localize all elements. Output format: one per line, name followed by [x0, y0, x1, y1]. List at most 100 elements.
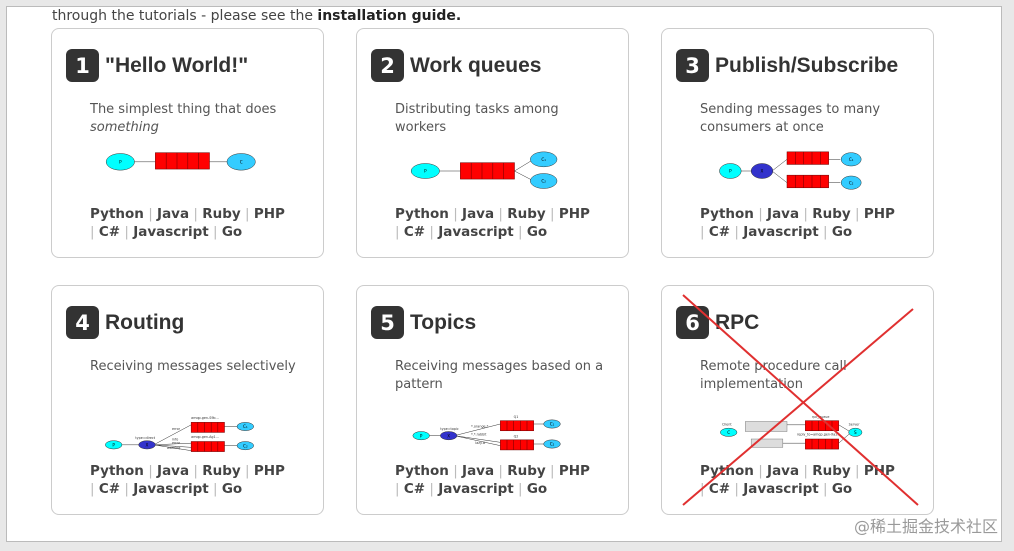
- lang-link-php[interactable]: PHP: [253, 463, 285, 479]
- lang-link-python[interactable]: Python: [90, 206, 144, 222]
- svg-text:P: P: [729, 169, 732, 174]
- lang-link-javascript[interactable]: Javascript: [133, 224, 209, 240]
- lang-link-java[interactable]: Java: [157, 463, 190, 479]
- lang-link-php[interactable]: PHP: [558, 463, 590, 479]
- lang-link-csharp[interactable]: C#: [708, 224, 731, 240]
- lang-link-java[interactable]: Java: [767, 463, 800, 479]
- separator: |: [494, 463, 508, 479]
- lang-link-go[interactable]: Go: [221, 481, 243, 497]
- lang-link-csharp[interactable]: C#: [403, 224, 426, 240]
- lang-link-ruby[interactable]: Ruby: [202, 206, 241, 222]
- svg-text:C₂: C₂: [541, 179, 546, 184]
- lang-link-javascript[interactable]: Javascript: [133, 481, 209, 497]
- lang-link-php[interactable]: PHP: [863, 206, 895, 222]
- tutorial-title[interactable]: Publish/Subscribe: [715, 53, 899, 77]
- lang-link-csharp[interactable]: C#: [98, 481, 121, 497]
- description-text: Distributing tasks among workers: [395, 102, 559, 135]
- lang-link-php[interactable]: PHP: [253, 206, 285, 222]
- lang-link-java[interactable]: Java: [157, 206, 190, 222]
- diagram-label: rpc_queue: [812, 415, 829, 419]
- lang-link-go[interactable]: Go: [221, 224, 243, 240]
- lang-link-javascript[interactable]: Javascript: [743, 224, 819, 240]
- watermark: @稀土掘金技术社区: [853, 517, 998, 536]
- tutorial-number: 3: [676, 49, 709, 82]
- lang-link-csharp[interactable]: C#: [98, 224, 121, 240]
- lang-link-javascript[interactable]: Javascript: [438, 481, 514, 497]
- separator: |: [700, 481, 709, 497]
- lang-link-javascript[interactable]: Javascript: [743, 481, 819, 497]
- tutorial-heading[interactable]: 1"Hello World!": [66, 49, 248, 82]
- separator: |: [120, 481, 134, 497]
- lang-link-go[interactable]: Go: [831, 224, 853, 240]
- separator: |: [120, 224, 134, 240]
- lang-link-php[interactable]: PHP: [863, 463, 895, 479]
- diagram-label: reply_to=amqp.gen-Xa2...: [797, 433, 841, 437]
- svg-text:C₂: C₂: [550, 442, 555, 447]
- lang-link-java[interactable]: Java: [462, 206, 495, 222]
- tutorial-number: 6: [676, 306, 709, 339]
- diagram-label: amqp.gen-Ag1...: [191, 435, 219, 439]
- lang-link-csharp[interactable]: C#: [403, 481, 426, 497]
- separator: |: [90, 481, 99, 497]
- diagram-label: type=direct: [135, 436, 155, 440]
- intro-text: through the tutorials - please see the i…: [52, 8, 461, 25]
- lang-link-java[interactable]: Java: [767, 206, 800, 222]
- separator: |: [513, 481, 527, 497]
- svg-text:P: P: [424, 169, 427, 174]
- tutorial-title[interactable]: Work queues: [410, 53, 542, 77]
- lang-link-java[interactable]: Java: [462, 463, 495, 479]
- separator: |: [753, 206, 768, 222]
- lang-link-php[interactable]: PHP: [558, 206, 590, 222]
- tutorial-number: 2: [371, 49, 404, 82]
- tutorial-title[interactable]: "Hello World!": [105, 53, 249, 77]
- lang-link-go[interactable]: Go: [831, 481, 853, 497]
- svg-text:P: P: [112, 443, 115, 448]
- lang-link-python[interactable]: Python: [90, 463, 144, 479]
- separator: |: [448, 206, 463, 222]
- tutorial-number: 4: [66, 306, 99, 339]
- lang-link-ruby[interactable]: Ruby: [812, 463, 851, 479]
- description-text: Remote procedure call implementation: [700, 359, 847, 392]
- lang-link-go[interactable]: Go: [526, 481, 548, 497]
- lang-link-python[interactable]: Python: [700, 206, 754, 222]
- tutorial-card-1: 1"Hello World!" The simplest thing that …: [51, 28, 324, 258]
- lang-link-go[interactable]: Go: [526, 224, 548, 240]
- tutorial-description: Distributing tasks among workers: [395, 101, 610, 137]
- lang-link-ruby[interactable]: Ruby: [812, 206, 851, 222]
- separator: |: [189, 206, 203, 222]
- separator: |: [818, 481, 832, 497]
- lang-link-ruby[interactable]: Ruby: [202, 463, 241, 479]
- tutorial-title[interactable]: Routing: [105, 310, 185, 334]
- svg-text:P: P: [420, 433, 423, 438]
- lang-link-python[interactable]: Python: [395, 463, 449, 479]
- separator: |: [545, 463, 559, 479]
- separator: |: [753, 463, 768, 479]
- language-links: Python | Java | Ruby | PHP | C# | Javasc…: [395, 462, 615, 498]
- tutorial-title[interactable]: Topics: [410, 310, 477, 334]
- lang-link-python[interactable]: Python: [395, 206, 449, 222]
- description-text: The simplest thing that does: [90, 102, 277, 117]
- tutorial-title[interactable]: RPC: [715, 310, 760, 334]
- tutorial-number: 1: [66, 49, 99, 82]
- lang-link-javascript[interactable]: Javascript: [438, 224, 514, 240]
- lang-link-ruby[interactable]: Ruby: [507, 206, 546, 222]
- lang-link-csharp[interactable]: C#: [708, 481, 731, 497]
- diagram-label: amqp.gen-S9b...: [191, 416, 219, 420]
- tutorial-description: Receiving messages based on a pattern: [395, 358, 610, 394]
- svg-text:X: X: [146, 443, 149, 448]
- language-links: Python | Java | Ruby | PHP | C# | Javasc…: [700, 205, 920, 241]
- lang-link-ruby[interactable]: Ruby: [507, 463, 546, 479]
- diagram-label: info: [172, 438, 178, 442]
- installation-guide-link[interactable]: installation guide.: [317, 8, 462, 24]
- svg-text:X: X: [761, 169, 764, 174]
- lang-link-python[interactable]: Python: [700, 463, 754, 479]
